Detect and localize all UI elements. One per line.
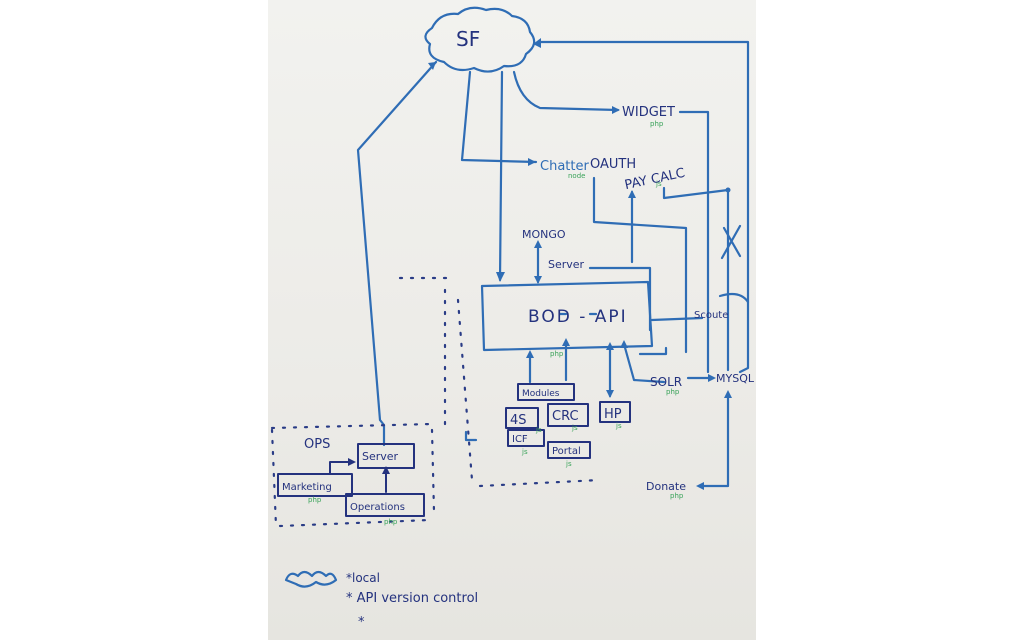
portal-note: js	[565, 460, 572, 468]
hp-label: HP	[604, 407, 622, 422]
fs-label: 4S	[510, 413, 527, 428]
icf-label: ICF	[512, 434, 528, 445]
bod-api-box	[480, 280, 654, 352]
crc-note: js	[571, 424, 578, 432]
icf-note: js	[521, 448, 528, 456]
footnote-star: *	[358, 615, 365, 630]
mysql-label: MYSQL	[716, 372, 755, 385]
mongo-label: MONGO	[522, 228, 566, 241]
scoute-label: Scoute	[694, 310, 728, 321]
hp-note: js	[615, 422, 622, 430]
solr-note: php	[666, 388, 680, 396]
modules-label: Modules	[522, 389, 560, 399]
widget-note: php	[650, 120, 664, 128]
donate-label: Donate	[646, 480, 686, 493]
footnote-api-version: * API version control	[346, 591, 478, 606]
marketing-note: php	[308, 496, 322, 504]
sf-cloud-label: SF	[456, 27, 480, 51]
oauth-label: OAUTH	[590, 157, 636, 172]
widget-label: WIDGET	[622, 105, 675, 120]
chatter-note: node	[568, 172, 585, 180]
solr-label: SOLR	[650, 375, 682, 389]
scribble-mark	[284, 570, 338, 588]
chatter-label: Chatter	[540, 159, 589, 174]
bod-api-label: BOD - API	[528, 307, 628, 327]
modules-note: php	[550, 350, 564, 358]
donate-note: php	[670, 492, 684, 500]
fs-note: js	[535, 426, 542, 434]
marketing-label: Marketing	[282, 482, 332, 493]
sf-cloud	[424, 6, 536, 73]
server-top-label: Server	[548, 258, 585, 271]
server-ops-label: Server	[362, 450, 399, 463]
ops-label: OPS	[304, 437, 330, 452]
footnote-local: *local	[346, 571, 380, 585]
operations-note: php	[384, 518, 398, 526]
crc-label: CRC	[552, 409, 579, 424]
portal-label: Portal	[552, 446, 581, 457]
pay-calc-note: js	[655, 180, 662, 188]
operations-label: Operations	[350, 502, 405, 513]
